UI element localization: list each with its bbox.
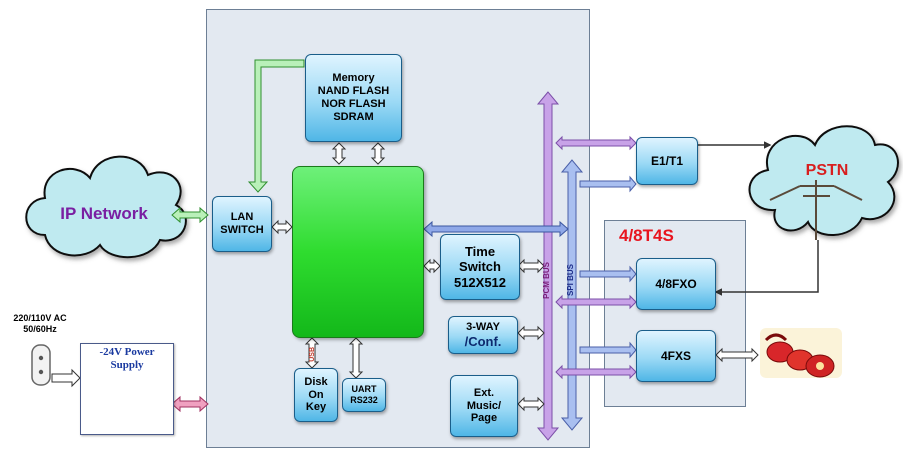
power-plug-icon — [31, 344, 51, 386]
three-way-conf-box: 3-WAY /Conf. — [448, 316, 518, 354]
cpu-block — [292, 166, 424, 338]
telephones-icon — [760, 328, 842, 378]
psu-board-arrow — [171, 395, 209, 413]
spi-bus-arrow — [560, 159, 584, 431]
power-supply-box: -24V Power Supply — [80, 343, 174, 435]
memory-lan-arrow — [247, 59, 305, 193]
t4s-title: 4/8T4S — [619, 226, 674, 245]
ip-network-label: IP Network — [60, 204, 148, 223]
time-switch-box: Time Switch 512X512 — [440, 234, 520, 300]
fxs-box: 4FXS — [636, 330, 716, 382]
pcm-bus-arrow — [536, 91, 560, 441]
uart-rs232-box: UART RS232 — [342, 378, 386, 412]
lan-switch-box: LAN SWITCH — [212, 196, 272, 252]
plug-psu-arrow — [51, 368, 81, 388]
memory-box: Memory NAND FLASH NOR FLASH SDRAM — [305, 54, 402, 142]
cpu-spi-arrow — [423, 220, 569, 238]
telephone-pole-icon — [769, 180, 863, 240]
ip-lan-arrow — [171, 206, 209, 224]
power-input-label: 220/110V AC 50/60Hz — [13, 313, 67, 334]
three-way-label: 3-WAY — [466, 320, 500, 333]
pcm-bus-label: PCM BUS — [542, 262, 551, 299]
fxo-box: 4/8FXO — [636, 258, 716, 310]
power-supply-label: -24V Power Supply — [99, 346, 155, 371]
pstn-cloud — [748, 125, 899, 236]
ip-network-cloud — [25, 155, 187, 259]
pstn-fxo-line — [714, 240, 819, 296]
ext-music-page-box: Ext. Music/ Page — [450, 375, 518, 437]
spi-e1t1-arrow — [579, 175, 637, 193]
pstn-label: PSTN — [805, 162, 849, 179]
e1t1-box: E1/T1 — [636, 137, 698, 185]
spi-bus-label: SPI BUS — [566, 264, 575, 297]
spi-fxs-arrow — [579, 341, 637, 359]
conf-label: /Conf. — [464, 333, 502, 349]
small-connector-arrows — [271, 142, 545, 412]
disk-on-key-box: Disk On Key — [294, 368, 338, 422]
pcm-e1t1-arrow — [555, 135, 637, 151]
fxs-phones-arrow — [715, 347, 759, 363]
spi-fxo-arrow — [579, 265, 637, 283]
usb-label: USB — [309, 347, 316, 362]
